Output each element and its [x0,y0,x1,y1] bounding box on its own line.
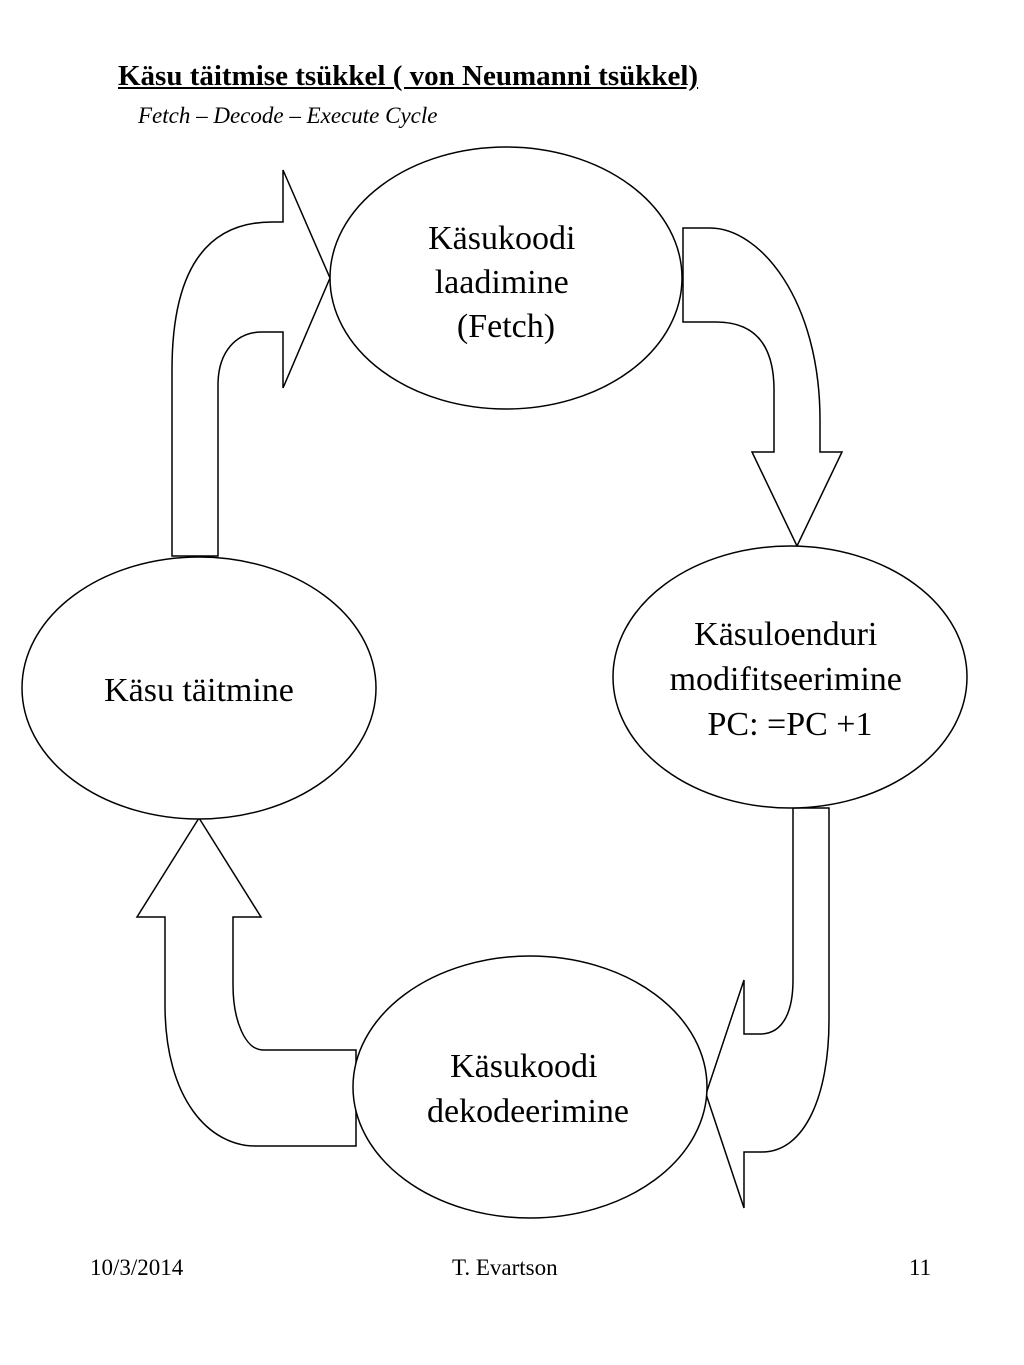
arrow-execute-to-fetch [171,169,331,557]
node-decode-line-2: dekodeerimine [427,1093,629,1130]
footer-date: 10/3/2014 [90,1255,184,1280]
footer-page-number: 11 [909,1255,932,1280]
slide-title: Käsu täitmise tsükkel ( von Neumanni tsü… [118,60,699,92]
node-pc-update [612,545,968,809]
node-fetch-line-1: Käsukoodi [428,220,575,257]
node-pc-update-line-2: modifitseerimine [670,661,902,698]
node-decode [352,955,708,1219]
node-execute-line-1: Käsu täitmine [104,672,294,709]
node-pc-update-line-1: Käsuloenduri [694,616,877,653]
node-fetch-label: Käsukoodi laadimine (Fetch) [428,220,584,345]
slide-subtitle: Fetch – Decode – Execute Cycle [138,103,438,128]
arrow-decode-to-execute [135,816,357,1147]
node-pc-update-line-3: PC: =PC +1 [708,706,873,743]
arrow-pc-update-to-decode [705,807,830,1209]
node-fetch-line-2: laadimine [435,264,569,301]
arrow-fetch-to-pc-update [682,227,844,548]
node-fetch [329,146,683,410]
node-execute [21,556,377,820]
node-execute-label: Käsu täitmine [104,672,294,709]
node-pc-update-label: Käsuloenduri modifitseerimine PC: =PC +1 [670,616,911,743]
footer-author: T. Evartson [452,1255,558,1280]
node-decode-label: Käsukoodi dekodeerimine [427,1048,629,1130]
node-decode-line-1: Käsukoodi [450,1048,597,1085]
node-fetch-line-3: (Fetch) [457,308,555,345]
